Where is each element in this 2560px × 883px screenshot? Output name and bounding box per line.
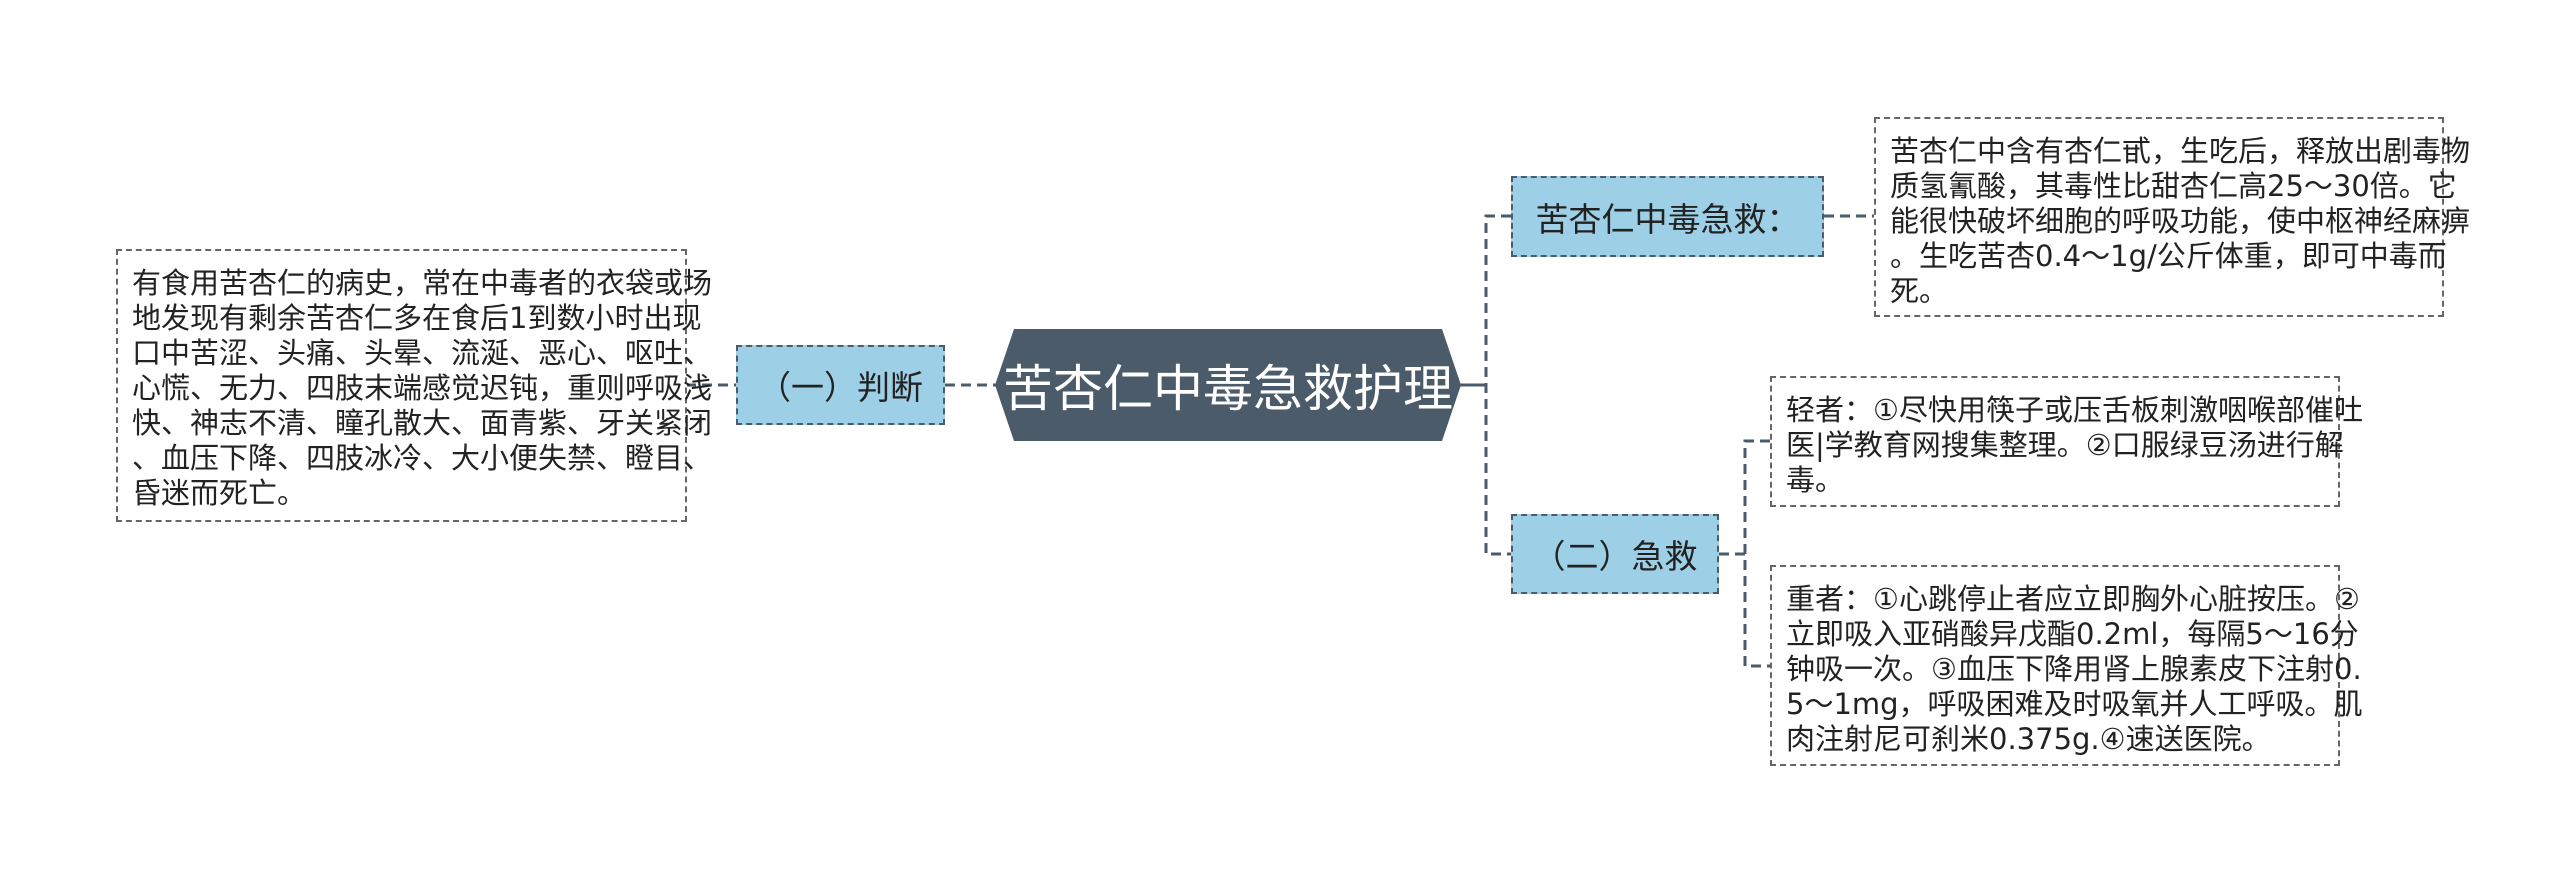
central-topic[interactable]: 苦杏仁中毒急救护理 <box>995 329 1461 441</box>
note-line: 5～1mg，呼吸困难及时吸氧并人工呼吸。肌 <box>1786 687 2363 721</box>
note-mild[interactable]: 轻者：①尽快用筷子或压舌板刺激咽喉部催吐医|学教育网搜集整理。②口服绿豆汤进行解… <box>1770 376 2363 507</box>
branch-judge-label: （一）判断 <box>758 368 923 407</box>
note-line: 昏迷而死亡。 <box>132 476 307 510</box>
note-line: 死。 <box>1890 274 1949 308</box>
note-line: 能很快破坏细胞的呼吸功能，使中枢神经麻痹 <box>1890 204 2471 238</box>
connector-trunk-right <box>1484 214 1511 556</box>
connector-trunk-rescue <box>1743 439 1770 668</box>
note-judge[interactable]: 有食用苦杏仁的病史，常在中毒者的衣袋或场地发现有剩余苦杏仁多在食后1到数小时出现… <box>116 249 713 522</box>
note-line: 。生吃苦杏0.4～1g/公斤体重，即可中毒而 <box>1890 239 2447 273</box>
branch-rescue-label: （二）急救 <box>1532 537 1698 576</box>
note-line: 快、神志不清、瞳孔散大、面青紫、牙关紧闭 <box>132 406 713 440</box>
note-line: 心慌、无力、四肢末端感觉迟钝，重则呼吸浅 <box>132 371 713 405</box>
note-line: 立即吸入亚硝酸异戊酯0.2ml，每隔5～16分 <box>1786 617 2359 651</box>
note-line: 毒。 <box>1786 463 1845 497</box>
central-topic-label: 苦杏仁中毒急救护理 <box>1003 360 1453 418</box>
note-line: 口中苦涩、头痛、头晕、流涎、恶心、呕吐、 <box>132 336 713 370</box>
note-line: 重者：①心跳停止者应立即胸外心脏按压。② <box>1786 582 2360 616</box>
branch-rescue[interactable]: （二）急救 <box>1511 514 1719 594</box>
note-line: 苦杏仁中含有杏仁甙，生吃后，释放出剧毒物 <box>1890 134 2471 168</box>
note-line: 有食用苦杏仁的病史，常在中毒者的衣袋或场 <box>132 266 713 300</box>
note-line: 肉注射尼可刹米0.375g.④速送医院。 <box>1786 722 2271 756</box>
branch-judge[interactable]: （一）判断 <box>736 345 945 425</box>
note-line: 钟吸一次。③血压下降用肾上腺素皮下注射0. <box>1786 652 2362 686</box>
note-line: 地发现有剩余苦杏仁多在食后1到数小时出现 <box>132 301 702 335</box>
note-line: 质氢氰酸，其毒性比甜杏仁高25～30倍。它 <box>1890 169 2457 203</box>
branch-first-aid[interactable]: 苦杏仁中毒急救： <box>1511 176 1824 257</box>
note-first-aid[interactable]: 苦杏仁中含有杏仁甙，生吃后，释放出剧毒物质氢氰酸，其毒性比甜杏仁高25～30倍。… <box>1874 117 2471 317</box>
branch-first-aid-label: 苦杏仁中毒急救： <box>1535 199 1800 239</box>
note-line: 轻者：①尽快用筷子或压舌板刺激咽喉部催吐 <box>1786 393 2363 427</box>
note-line: 医|学教育网搜集整理。②口服绿豆汤进行解 <box>1786 428 2344 462</box>
note-line: 、血压下降、四肢冰冷、大小便失禁、瞪目、 <box>132 441 713 475</box>
